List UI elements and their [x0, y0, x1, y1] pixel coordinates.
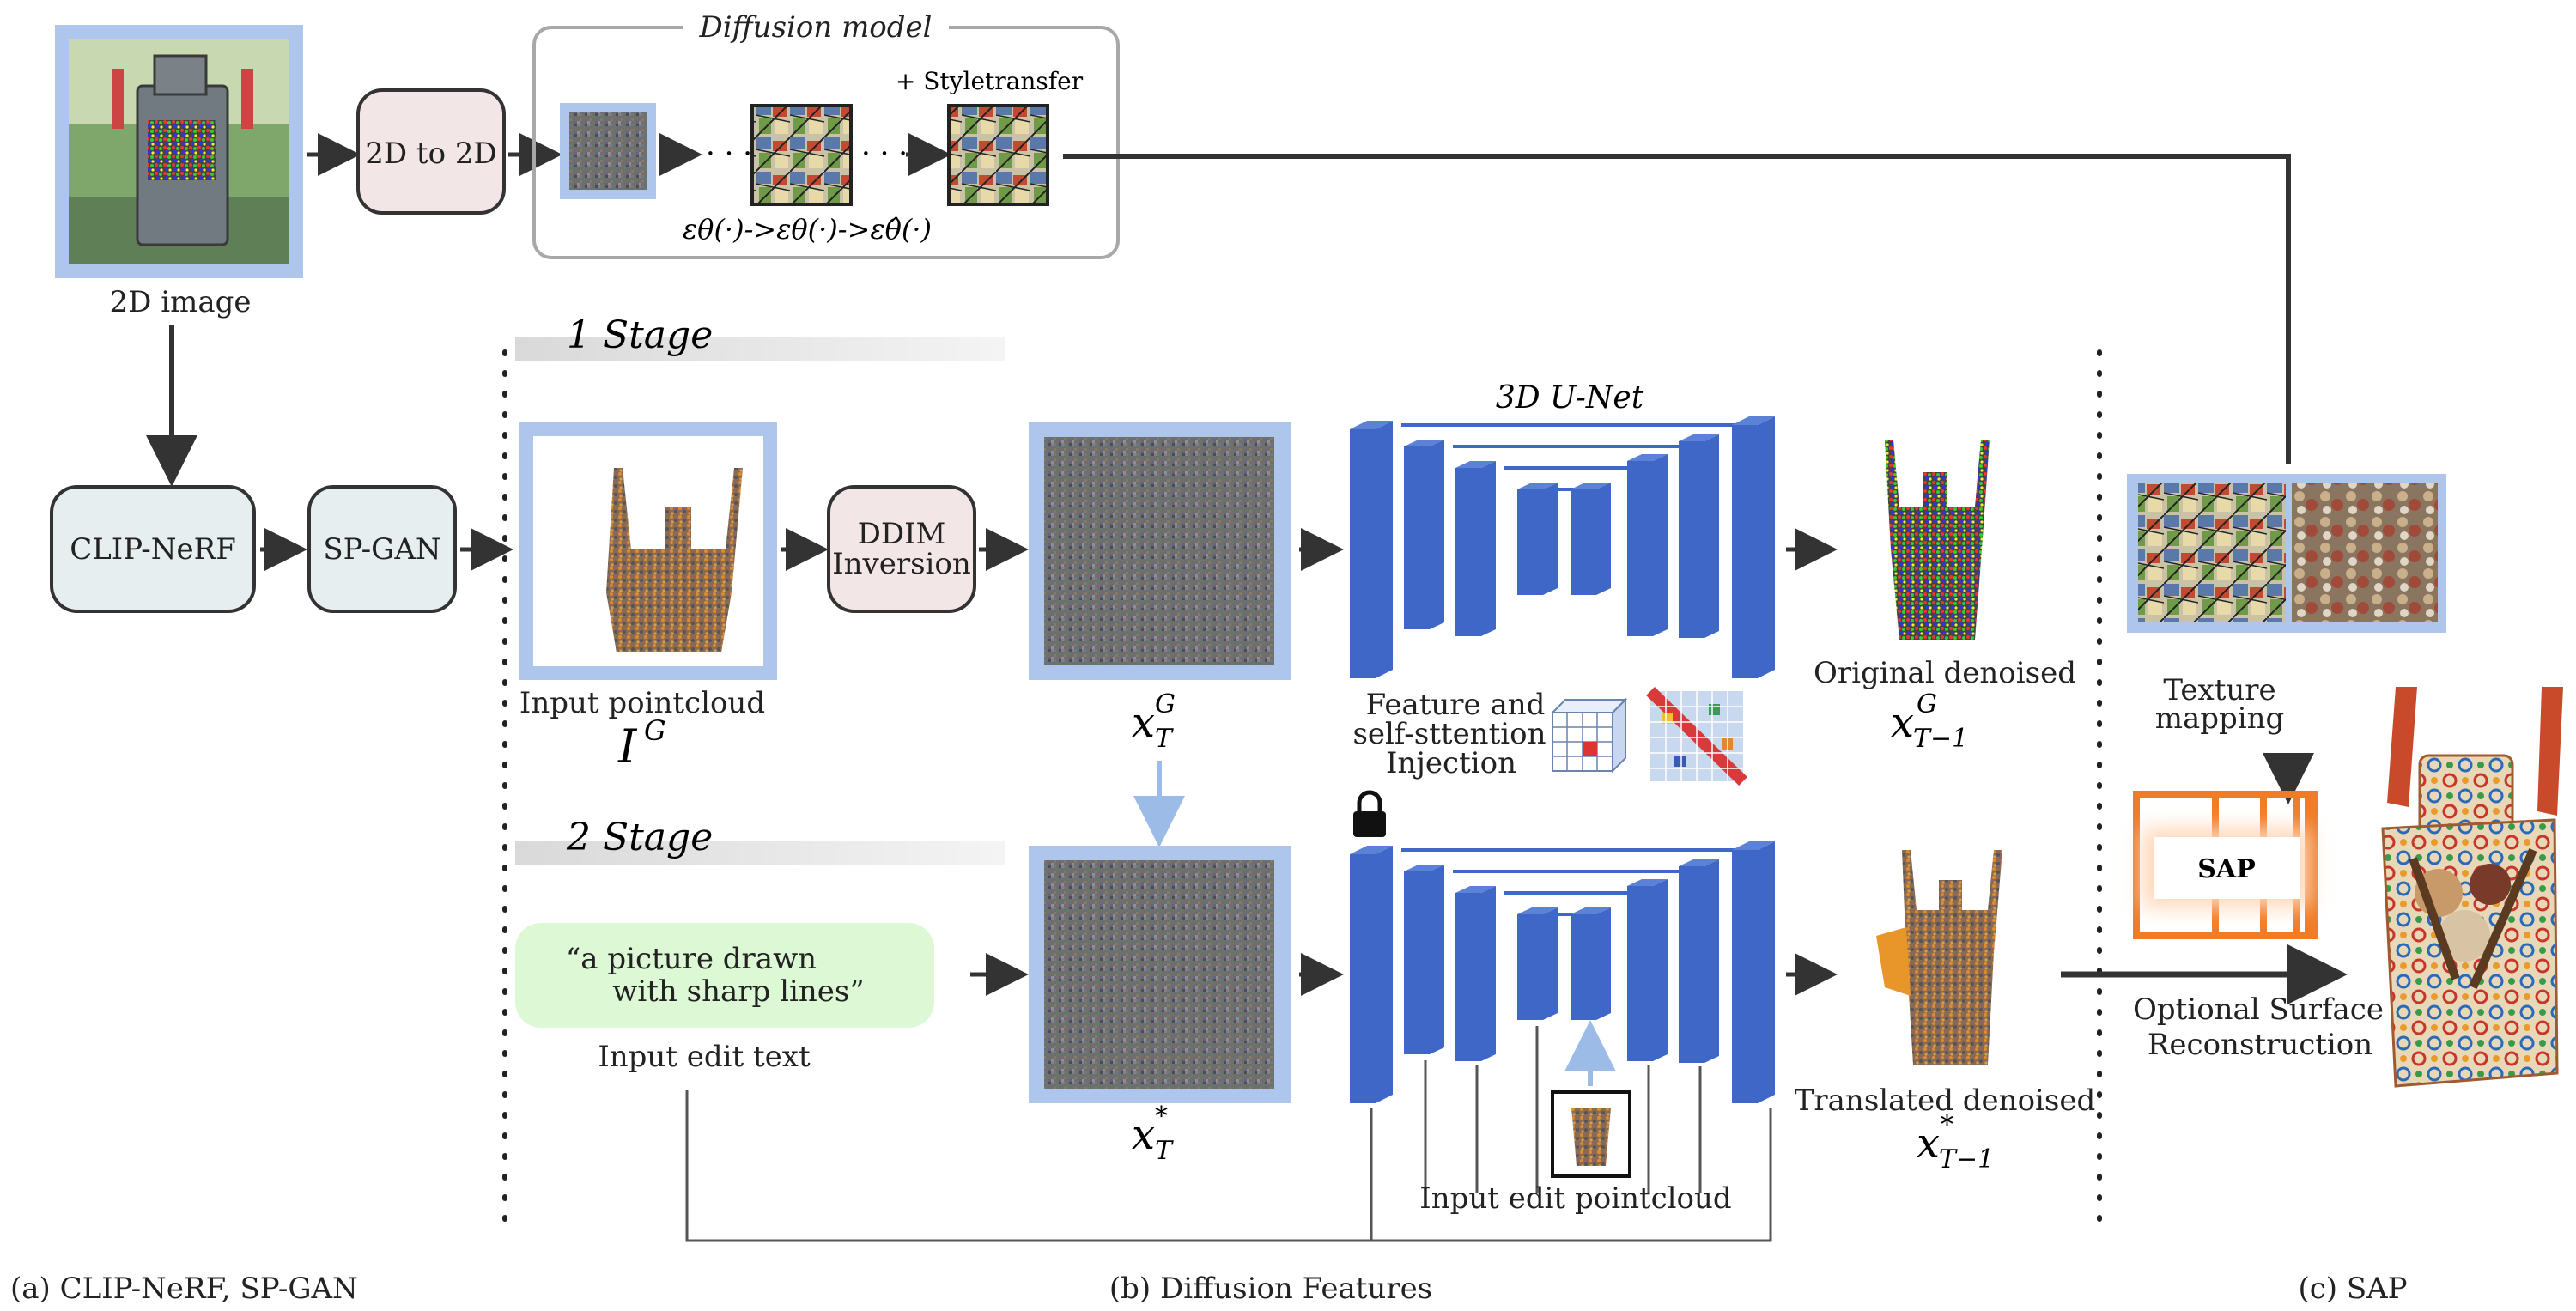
edit-text-line2: with sharp lines” [612, 974, 864, 1009]
xtg-noise-image [1044, 437, 1274, 665]
style-transfer-label: + Styletransfer [896, 67, 1084, 95]
xts-noise-image [1044, 860, 1274, 1089]
unet-stage2 [1350, 841, 1775, 1103]
xtg-base: x [1132, 699, 1155, 747]
xts-sup: * [1155, 1102, 1168, 1132]
translated-denoised-label: Translated denoised [1795, 1083, 2096, 1118]
translated-denoised-pointcloud [1876, 850, 2002, 1065]
diffusion-formula: εθ(·)->εθ(·)->εθ̂(·) [683, 213, 932, 246]
arrow-style-to-texture [1063, 154, 2291, 464]
reconstructed-mesh [2381, 687, 2563, 1088]
texture-image-stylized [2138, 483, 2286, 622]
input-pointcloud-label: Input pointcloud [519, 686, 765, 720]
stage2-bar [515, 841, 1005, 865]
edit-pointcloud-shape [1571, 1108, 1611, 1166]
orig-sub: T−1 [1913, 724, 1968, 754]
diffusion-dots-1: · · · [706, 137, 752, 171]
original-denoised-label: Original denoised [1814, 656, 2076, 690]
node-ddim-inversion [827, 485, 976, 613]
diffusion-noise-image [569, 112, 647, 190]
texture-line1: Texture [2163, 673, 2275, 707]
feature-line1: Feature and [1366, 688, 1546, 722]
feature-cube-icon [1550, 697, 1628, 774]
input-edit-pointcloud-label: Input edit pointcloud [1419, 1181, 1731, 1216]
node-2d-to-2d [356, 88, 506, 215]
original-denoised-pointcloud [1885, 440, 1990, 640]
caption-b: (b) Diffusion Features [1109, 1272, 1432, 1306]
ddim-line1: DDIM [858, 517, 946, 551]
trans-base: x [1917, 1120, 1940, 1168]
clip-nerf-label: CLIP-NeRF [70, 532, 236, 567]
edit-text-line1: “a picture drawn [566, 942, 817, 976]
lock-icon [1353, 790, 1386, 837]
ddim-line2: Inversion [832, 547, 971, 581]
node-2d-to-2d-label: 2D to 2D [365, 137, 497, 171]
stage1-label: 1 Stage [567, 313, 713, 357]
trans-sub: T−1 [1939, 1144, 1994, 1174]
stage1-bar [515, 337, 1005, 361]
edit-text-box [515, 923, 934, 1028]
input-pointcloud-sup: G [644, 714, 666, 747]
feature-line3: Injection [1386, 746, 1516, 780]
texture-line2: mapping [2155, 701, 2285, 736]
trans-sup: * [1941, 1110, 1953, 1140]
diffusion-model-title: Diffusion model [698, 10, 932, 45]
node-clip-nerf [50, 485, 256, 613]
edit-pointcloud-bus [685, 1026, 1772, 1242]
xts-sub: T [1155, 1136, 1174, 1166]
xtg-sub: T [1155, 724, 1174, 754]
unet-title: 3D U-Net [1496, 380, 1644, 416]
caption-c: (c) SAP [2298, 1272, 2407, 1306]
xts-base: x [1132, 1111, 1155, 1159]
diffusion-intermediate-image [750, 104, 853, 206]
input-pointcloud-symbol: I [617, 719, 638, 774]
orig-sup: G [1917, 689, 1937, 719]
texture-image-photo [2292, 483, 2438, 622]
diffusion-stylized-image [947, 104, 1049, 206]
attention-matrix-icon [1646, 686, 1747, 786]
xtg-sup: G [1155, 689, 1176, 719]
sap-label: SAP [2197, 854, 2256, 884]
stage2-label: 2 Stage [566, 816, 713, 859]
unet-stage1 [1350, 416, 1775, 678]
image-caption: 2D image [110, 285, 252, 319]
sap-module [2133, 791, 2318, 939]
diffusion-dots-2: · · · [861, 137, 908, 171]
input-edit-text-label: Input edit text [598, 1040, 811, 1074]
feature-line2: self-sttention [1352, 717, 1546, 751]
input-pointcloud-frame [519, 422, 777, 680]
source-2d-image [55, 25, 303, 278]
node-sp-gan [307, 485, 457, 613]
orig-base: x [1891, 699, 1914, 747]
caption-a: (a) CLIP-NeRF, SP-GAN [10, 1272, 358, 1306]
sp-gan-label: SP-GAN [323, 532, 440, 567]
optional-line1: Optional Surface [2133, 992, 2384, 1027]
optional-line2: Reconstruction [2148, 1028, 2372, 1062]
